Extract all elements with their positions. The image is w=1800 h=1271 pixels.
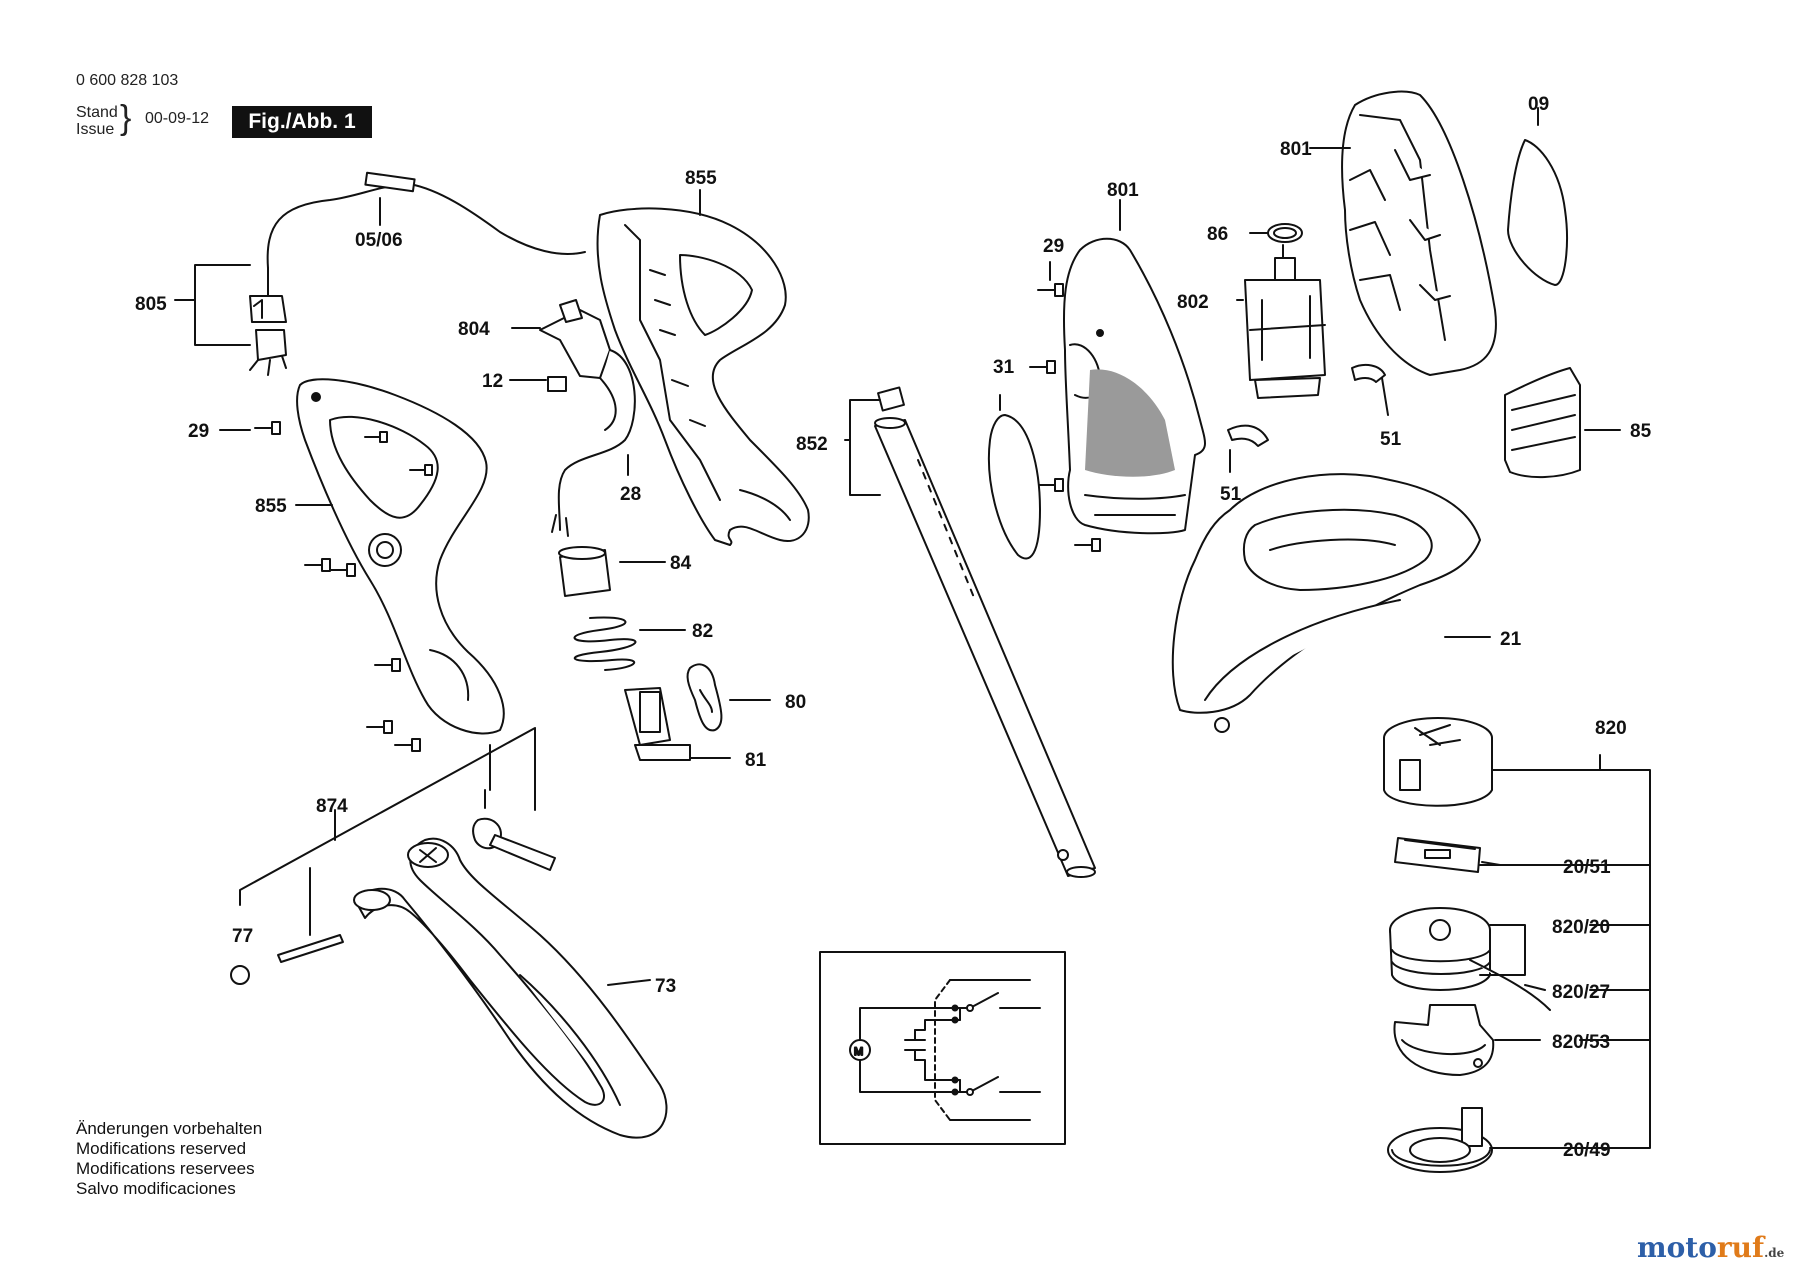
note-line-fr: Modifications reservees [76,1159,255,1178]
figure-label: Fig./Abb. 1 [232,106,372,138]
label-820: 820 [1595,718,1627,739]
spool-82020 [1389,907,1551,1011]
label-855-left: 855 [255,496,287,517]
label-85: 85 [1630,421,1652,442]
power-cable [266,171,586,301]
label-09: 09 [1528,94,1549,115]
foil-09 [1507,139,1568,286]
label-12: 12 [482,371,503,392]
label-77: 77 [232,926,253,947]
label-51-right: 51 [1380,429,1402,450]
assist-handle-73 [353,837,668,1139]
label-80: 80 [785,692,806,713]
label-81: 81 [745,750,767,771]
label-86: 86 [1207,224,1228,245]
wiring-schematic: M [819,951,1066,1145]
label-29-middle: 29 [1043,236,1064,257]
handle-half-left [296,378,505,735]
spool-housing-820 [1383,717,1493,807]
label-852: 852 [796,434,828,455]
spool-cap-2049 [1387,1107,1493,1173]
watermark-logo: motoruf.de [1637,1231,1785,1264]
cover-85 [1504,367,1581,479]
spring-82 [573,616,637,671]
label-29-left: 29 [188,421,209,442]
label-84: 84 [670,553,692,574]
spool-cap-82053 [1393,1004,1495,1076]
label-804: 804 [458,319,490,340]
ring-86 [1267,223,1303,243]
label-82020: 820/20 [1552,917,1610,938]
label-82027: 820/27 [1552,982,1610,1003]
tube-dashes [917,459,976,601]
handle-half-right [596,207,810,546]
guard-21 [1171,473,1481,733]
label-874: 874 [316,796,348,817]
sleeve-84 [558,546,611,597]
label-51-left: 51 [1220,484,1242,505]
clip-80 [686,663,723,732]
spool-insert-2051 [1394,837,1481,873]
note-line-es: Salvo modificaciones [76,1179,236,1198]
note-line-de: Änderungen vorbehalten [76,1119,263,1138]
brace-icon: } [120,99,132,137]
label-21: 21 [1500,629,1522,650]
note-line-en: Modifications reserved [76,1139,247,1158]
motor-housing-right [1341,90,1497,376]
label-28: 28 [620,484,641,505]
motor-housing-shading [1085,369,1175,477]
issue-label: Issue [76,121,115,138]
tube-852 [874,386,1096,878]
leader-lines [174,107,1651,1149]
label-0506: 05/06 [355,230,403,251]
issue-date: 00-09-12 [145,110,210,127]
label-855-right: 855 [685,168,717,189]
document-number: 0 600 828 103 [76,72,179,89]
label-2051: 20/51 [1563,857,1611,878]
label-2049: 20/49 [1563,1140,1611,1161]
pin-77 [230,934,344,985]
screws-middle [1029,283,1101,552]
motor-802 [1244,244,1326,399]
cam-81 [624,687,691,761]
label-82053: 820/53 [1552,1032,1610,1053]
label-801-right: 801 [1280,139,1312,160]
svg-text:M: M [854,1046,863,1058]
stand-label: Stand [76,104,118,121]
label-82: 82 [692,621,713,642]
brush-51a [1227,363,1386,447]
label-801-middle: 801 [1107,180,1139,201]
wing-bolt [472,789,556,871]
screws-left [254,421,433,752]
part-labels: 05/06 805 29 855 804 12 28 84 82 80 81 8… [135,94,1652,1161]
label-802: 802 [1177,292,1209,313]
cable-sleeve [364,171,416,193]
switch [539,299,636,537]
plug [249,295,287,376]
label-73: 73 [655,976,676,997]
label-31: 31 [993,357,1015,378]
label-805: 805 [135,294,167,315]
shield-31 [987,414,1041,560]
